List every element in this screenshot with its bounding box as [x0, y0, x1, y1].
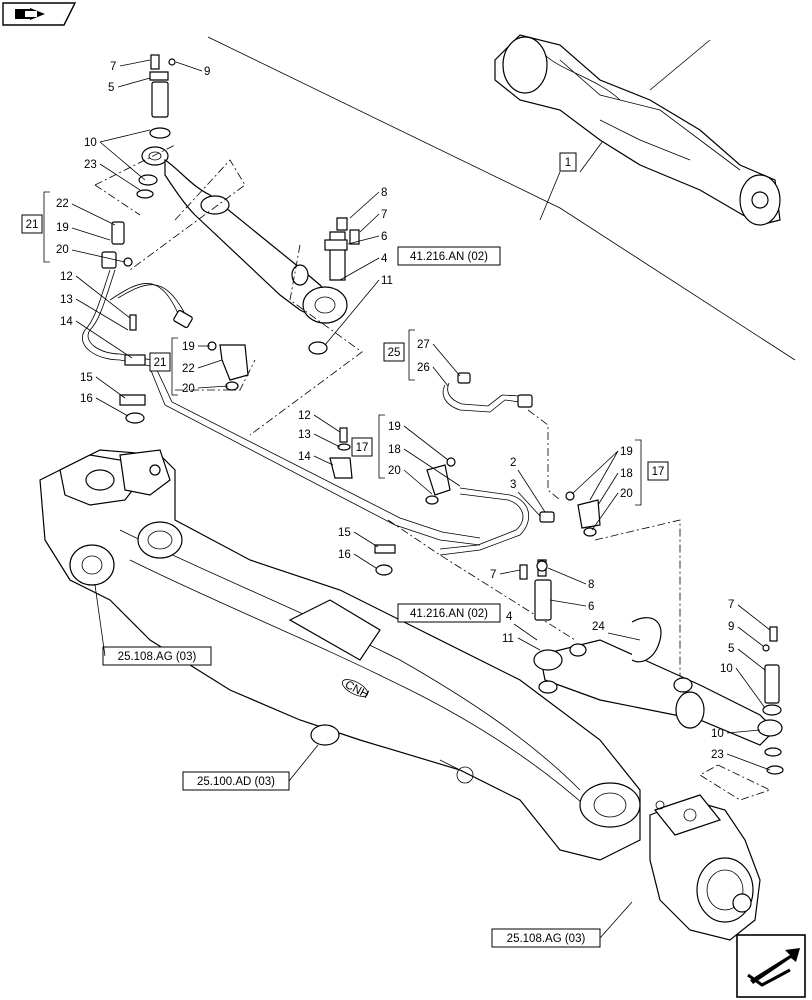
- callout: 16: [338, 549, 351, 561]
- svg-text:25.108.AG (03): 25.108.AG (03): [118, 651, 197, 663]
- callout: 15: [338, 527, 351, 539]
- box-17-left[interactable]: 17: [351, 414, 385, 479]
- callout: 10: [720, 663, 733, 675]
- svg-text:17: 17: [356, 442, 369, 454]
- callout: 22: [182, 363, 195, 375]
- svg-text:25.100.AD (03): 25.100.AD (03): [197, 776, 275, 788]
- svg-text:25.108.AG (03): 25.108.AG (03): [507, 933, 586, 945]
- callout: 5: [108, 82, 114, 94]
- callout: 20: [620, 488, 633, 500]
- callout: 19: [56, 222, 69, 234]
- svg-text:41.216.AN (02): 41.216.AN (02): [410, 608, 488, 620]
- callout: 18: [620, 468, 633, 480]
- callout: 20: [388, 465, 401, 477]
- callout: 5: [728, 643, 734, 655]
- callout: 3: [510, 479, 516, 491]
- callout-labels: 7 9 5 10 23 8 7 6 4 11 22 19 20 12 13 14…: [56, 59, 771, 771]
- box-21-lower[interactable]: 21: [149, 337, 178, 396]
- callout: 22: [56, 198, 69, 210]
- svg-text:1: 1: [565, 157, 571, 169]
- callout: 11: [381, 275, 393, 287]
- callout: 20: [182, 383, 195, 395]
- middle-hose-assembly: [329, 427, 681, 680]
- reference-25-108-ag-right[interactable]: 25.108.AG (03): [491, 901, 633, 948]
- reference-25-100-ad[interactable]: 25.100.AD (03): [182, 744, 319, 791]
- callout: 14: [298, 451, 311, 463]
- callout: 7: [110, 61, 116, 73]
- callout: 24: [592, 621, 605, 633]
- callout: 23: [84, 159, 97, 171]
- callout: 13: [298, 429, 311, 441]
- orientation-arrow-icon[interactable]: [736, 934, 806, 998]
- callout: 13: [60, 294, 73, 306]
- svg-text:21: 21: [154, 357, 167, 369]
- svg-text:17: 17: [652, 466, 665, 478]
- callout: 7: [490, 569, 496, 581]
- callout: 19: [388, 421, 401, 433]
- reference-41-216-an-top[interactable]: 41.216.AN (02): [397, 246, 501, 266]
- book-arrow-icon[interactable]: [2, 2, 77, 26]
- reference-41-216-an-mid[interactable]: 41.216.AN (02): [397, 603, 501, 623]
- reference-25-108-ag-left[interactable]: 25.108.AG (03): [94, 584, 212, 666]
- callout: 6: [381, 231, 387, 243]
- left-hose-assembly: [82, 221, 481, 546]
- callout: 7: [381, 209, 387, 221]
- callout: 20: [56, 244, 69, 256]
- callout: 14: [60, 316, 73, 328]
- callout: 10: [711, 728, 724, 740]
- top-cylinder-assembly: [94, 54, 363, 436]
- callout: 11: [502, 633, 514, 645]
- box-1[interactable]: 1: [559, 152, 577, 172]
- callout: 23: [711, 749, 724, 761]
- callout: 12: [60, 271, 73, 283]
- callout: 19: [620, 446, 633, 458]
- main-axle-illustration: CNH: [39, 449, 641, 861]
- leader-axle-overview: [207, 36, 796, 361]
- box-17-right[interactable]: 17: [635, 439, 669, 506]
- svg-text:41.216.AN (02): 41.216.AN (02): [410, 251, 488, 263]
- callout: 7: [728, 599, 734, 611]
- callout: 15: [80, 372, 93, 384]
- pipe-25: [442, 372, 561, 501]
- callout: 19: [182, 341, 195, 353]
- box-25[interactable]: 25: [383, 329, 415, 381]
- callout: 8: [381, 187, 387, 199]
- callout: 9: [204, 66, 210, 78]
- callout: 4: [506, 611, 513, 623]
- wheel-hub-right: [649, 794, 761, 941]
- callout: 12: [298, 410, 311, 422]
- callout: 9: [728, 621, 734, 633]
- callout: 18: [388, 444, 401, 456]
- callout: 26: [417, 362, 430, 374]
- lower-cylinder-assembly: [519, 559, 784, 801]
- callout: 8: [588, 579, 594, 591]
- axle-overview-illustration: [494, 34, 781, 226]
- callout: 10: [84, 137, 97, 149]
- callout: 27: [417, 339, 430, 351]
- callout: 16: [80, 393, 93, 405]
- callout: 2: [510, 457, 516, 469]
- box-21-upper[interactable]: 21: [21, 191, 50, 263]
- callout: 6: [588, 601, 594, 613]
- svg-text:21: 21: [26, 219, 39, 231]
- callout: 4: [381, 253, 388, 265]
- svg-text:25: 25: [388, 347, 401, 359]
